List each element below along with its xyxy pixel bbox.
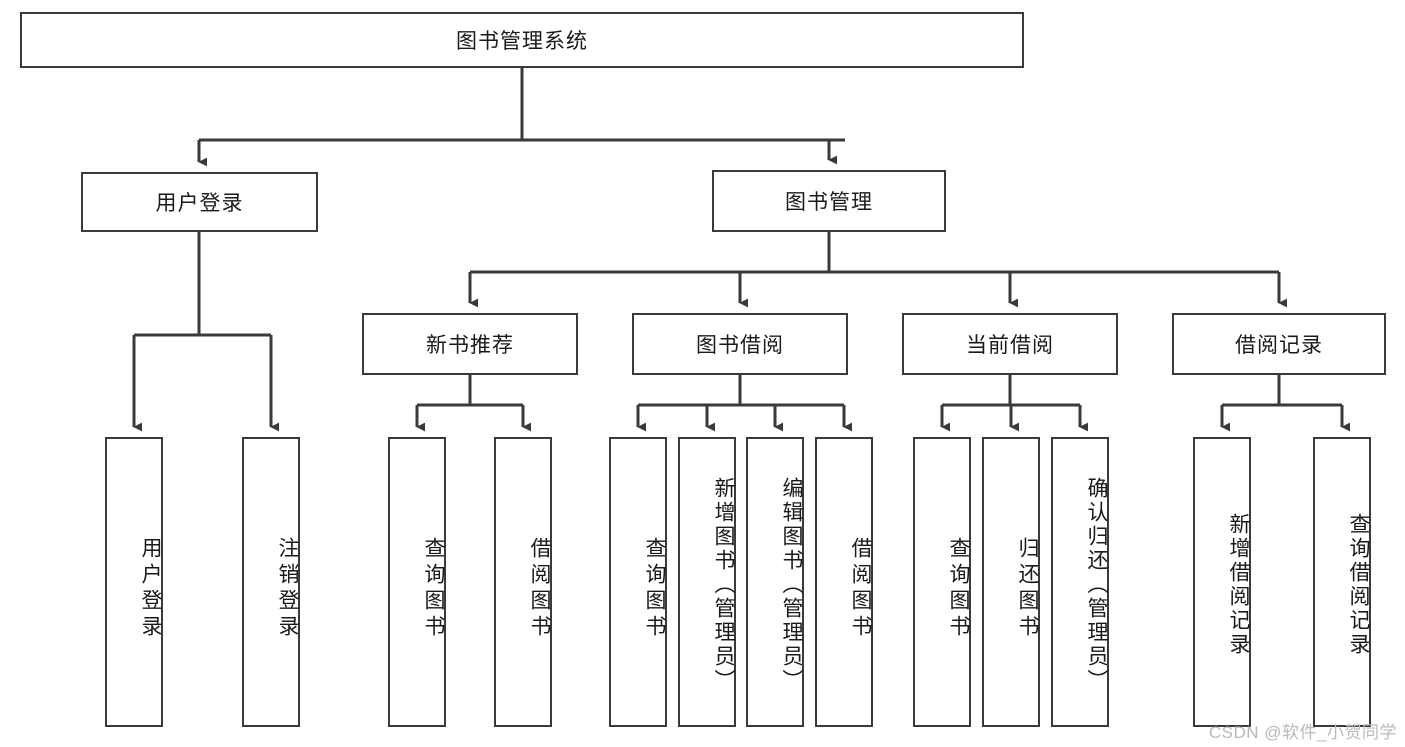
node-label: 归还图书 bbox=[1016, 537, 1039, 641]
leaf-borrow-records-add[interactable]: 新增借阅记录 bbox=[1193, 437, 1251, 727]
node-label: 查询图书 bbox=[947, 537, 970, 641]
node-label: 确认归还（管理员） bbox=[1085, 477, 1108, 693]
node-label: 编辑图书（管理员） bbox=[780, 477, 803, 693]
node-label: 图书管理 bbox=[785, 191, 873, 214]
node-book-borrow[interactable]: 图书借阅 bbox=[632, 313, 848, 375]
node-label: 借阅记录 bbox=[1235, 334, 1323, 357]
leaf-user-login-login[interactable]: 用户登录 bbox=[105, 437, 163, 727]
node-new-book-recommend[interactable]: 新书推荐 bbox=[362, 313, 578, 375]
leaf-new-book-borrow[interactable]: 借阅图书 bbox=[494, 437, 552, 727]
node-label: 新增图书（管理员） bbox=[712, 477, 735, 693]
leaf-current-borrow-confirm-return[interactable]: 确认归还（管理员） bbox=[1051, 437, 1109, 727]
leaf-book-borrow-query[interactable]: 查询图书 bbox=[609, 437, 667, 727]
leaf-book-borrow-borrow[interactable]: 借阅图书 bbox=[815, 437, 873, 727]
node-label: 当前借阅 bbox=[966, 334, 1054, 357]
node-user-login[interactable]: 用户登录 bbox=[81, 172, 318, 232]
node-label: 新书推荐 bbox=[426, 334, 514, 357]
node-label: 借阅图书 bbox=[528, 537, 551, 641]
node-label: 用户登录 bbox=[139, 537, 162, 641]
node-label: 用户登录 bbox=[155, 192, 244, 215]
node-label: 新增借阅记录 bbox=[1227, 513, 1250, 657]
leaf-book-borrow-add[interactable]: 新增图书（管理员） bbox=[678, 437, 736, 727]
node-label: 查询借阅记录 bbox=[1347, 513, 1370, 657]
leaf-book-borrow-edit[interactable]: 编辑图书（管理员） bbox=[746, 437, 804, 727]
node-current-borrow[interactable]: 当前借阅 bbox=[902, 313, 1118, 375]
leaf-user-login-logout[interactable]: 注销登录 bbox=[242, 437, 300, 727]
leaf-borrow-records-query[interactable]: 查询借阅记录 bbox=[1313, 437, 1371, 727]
leaf-current-borrow-return[interactable]: 归还图书 bbox=[982, 437, 1040, 727]
csdn-watermark: CSDN @软件_小贺同学 bbox=[1208, 723, 1397, 742]
node-label: 借阅图书 bbox=[849, 537, 872, 641]
leaf-new-book-query[interactable]: 查询图书 bbox=[388, 437, 446, 727]
node-label: 查询图书 bbox=[422, 537, 445, 641]
leaf-current-borrow-query[interactable]: 查询图书 bbox=[913, 437, 971, 727]
node-label: 图书借阅 bbox=[696, 334, 784, 357]
node-label: 查询图书 bbox=[643, 537, 666, 641]
node-label: 注销登录 bbox=[276, 537, 299, 641]
node-label: 图书管理系统 bbox=[456, 30, 588, 53]
node-book-management[interactable]: 图书管理 bbox=[712, 170, 946, 232]
node-borrow-records[interactable]: 借阅记录 bbox=[1172, 313, 1386, 375]
node-book-management-system[interactable]: 图书管理系统 bbox=[20, 12, 1024, 68]
